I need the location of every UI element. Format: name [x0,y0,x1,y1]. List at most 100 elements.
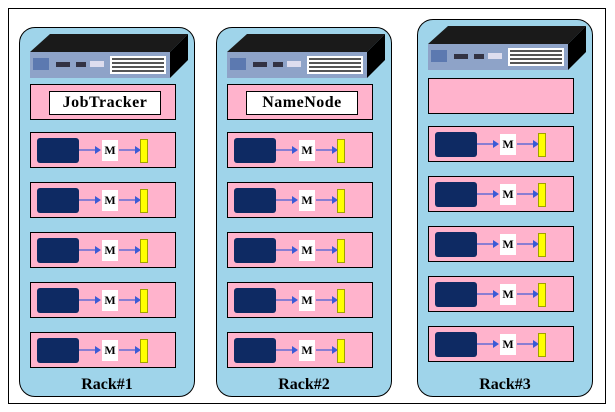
service-box: NameNode [227,84,373,120]
worker-node: M [30,332,176,368]
map-label: M [500,284,516,305]
arrow-right-icon [276,296,298,304]
worker-node: M [428,226,574,262]
service-label: JobTracker [49,91,161,115]
arrow-right-icon [276,146,298,154]
cpu-block [435,182,477,207]
arrow-right-icon [477,140,499,148]
arrow-right-icon [477,190,499,198]
arrow-right-icon [316,296,338,304]
output-block [538,133,546,157]
cpu-block [234,338,276,363]
arrow-right-icon [79,346,101,354]
arrow-right-icon [517,290,539,298]
map-label: M [102,190,118,211]
map-label: M [102,340,118,361]
worker-node: M [30,132,176,168]
output-block [538,333,546,357]
cpu-block [435,132,477,157]
rack-2: NameNode M M M M [216,27,392,397]
arrow-right-icon [276,346,298,354]
cpu-block [37,238,79,263]
rack-1: JobTracker M M M M [19,27,195,397]
output-block [337,139,345,163]
arrow-right-icon [276,246,298,254]
output-block [140,139,148,163]
output-block [140,339,148,363]
arrow-right-icon [276,196,298,204]
cpu-block [234,238,276,263]
worker-node: M [428,276,574,312]
cpu-block [234,188,276,213]
output-block [538,183,546,207]
output-block [140,239,148,263]
worker-node: M [30,182,176,218]
worker-node: M [30,232,176,268]
rack-3: M M M M M [417,19,593,397]
rack-label: Rack#1 [81,376,133,393]
rack-server-icon [30,34,188,78]
arrow-right-icon [79,296,101,304]
arrow-right-icon [79,246,101,254]
arrow-right-icon [119,296,141,304]
arrow-right-icon [517,340,539,348]
rack-label: Rack#2 [278,376,330,393]
rack-server-icon [428,26,586,70]
arrow-right-icon [316,346,338,354]
arrow-right-icon [517,240,539,248]
worker-node: M [227,132,373,168]
map-label: M [500,334,516,355]
output-block [337,289,345,313]
map-label: M [299,240,315,261]
arrow-right-icon [477,340,499,348]
arrow-right-icon [79,146,101,154]
worker-node: M [428,326,574,362]
output-block [538,233,546,257]
map-label: M [102,290,118,311]
output-block [538,283,546,307]
arrow-right-icon [316,146,338,154]
rack-server-icon [227,34,385,78]
arrow-right-icon [316,196,338,204]
map-label: M [102,240,118,261]
output-block [140,289,148,313]
cpu-block [37,288,79,313]
worker-node: M [30,282,176,318]
cpu-block [435,282,477,307]
map-label: M [500,184,516,205]
arrow-right-icon [79,196,101,204]
cpu-block [234,288,276,313]
map-label: M [299,290,315,311]
service-box [428,78,574,114]
arrow-right-icon [316,246,338,254]
service-label: NameNode [246,91,358,115]
output-block [337,189,345,213]
cpu-block [37,338,79,363]
worker-node: M [227,232,373,268]
worker-node: M [428,176,574,212]
map-label: M [102,140,118,161]
arrow-right-icon [477,290,499,298]
map-label: M [500,134,516,155]
arrow-right-icon [517,140,539,148]
output-block [140,189,148,213]
output-block [337,339,345,363]
worker-node: M [227,282,373,318]
arrow-right-icon [119,146,141,154]
map-label: M [299,140,315,161]
arrow-right-icon [119,196,141,204]
cpu-block [435,232,477,257]
output-block [337,239,345,263]
cpu-block [37,138,79,163]
service-box: JobTracker [30,84,176,120]
diagram-frame: JobTracker M M M M [8,8,606,404]
map-label: M [299,190,315,211]
worker-node: M [428,126,574,162]
cpu-block [37,188,79,213]
map-label: M [299,340,315,361]
cpu-block [435,332,477,357]
arrow-right-icon [477,240,499,248]
worker-node: M [227,182,373,218]
worker-node: M [227,332,373,368]
arrow-right-icon [517,190,539,198]
